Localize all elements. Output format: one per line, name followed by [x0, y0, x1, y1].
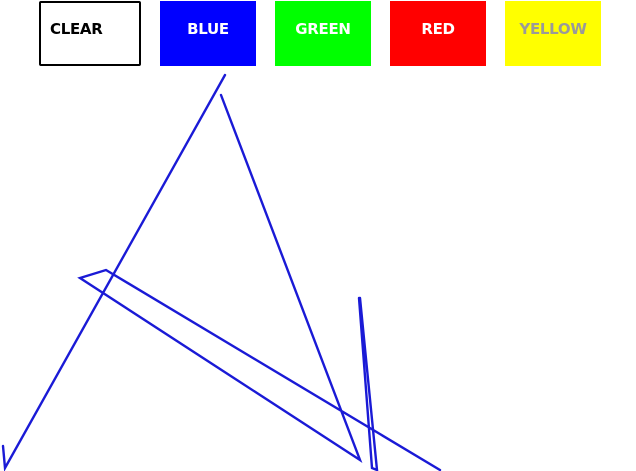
clear-button-label: CLEAR: [50, 19, 103, 38]
red-color-button-label: RED: [421, 19, 455, 38]
clear-button[interactable]: CLEAR: [39, 1, 141, 66]
yellow-color-button[interactable]: YELLOW: [505, 1, 601, 66]
green-color-button-label: GREEN: [295, 19, 351, 38]
blue-color-button-label: BLUE: [187, 19, 229, 38]
drawn-stroke: [77, 93, 442, 471]
red-color-button[interactable]: RED: [390, 1, 486, 66]
blue-color-button[interactable]: BLUE: [160, 1, 256, 66]
drawn-stroke: [357, 296, 379, 471]
drawn-stroke: [1, 73, 227, 471]
green-color-button[interactable]: GREEN: [275, 1, 371, 66]
yellow-color-button-label: YELLOW: [519, 19, 587, 38]
color-toolbar: CLEAR BLUE GREEN RED YELLOW: [0, 0, 636, 70]
